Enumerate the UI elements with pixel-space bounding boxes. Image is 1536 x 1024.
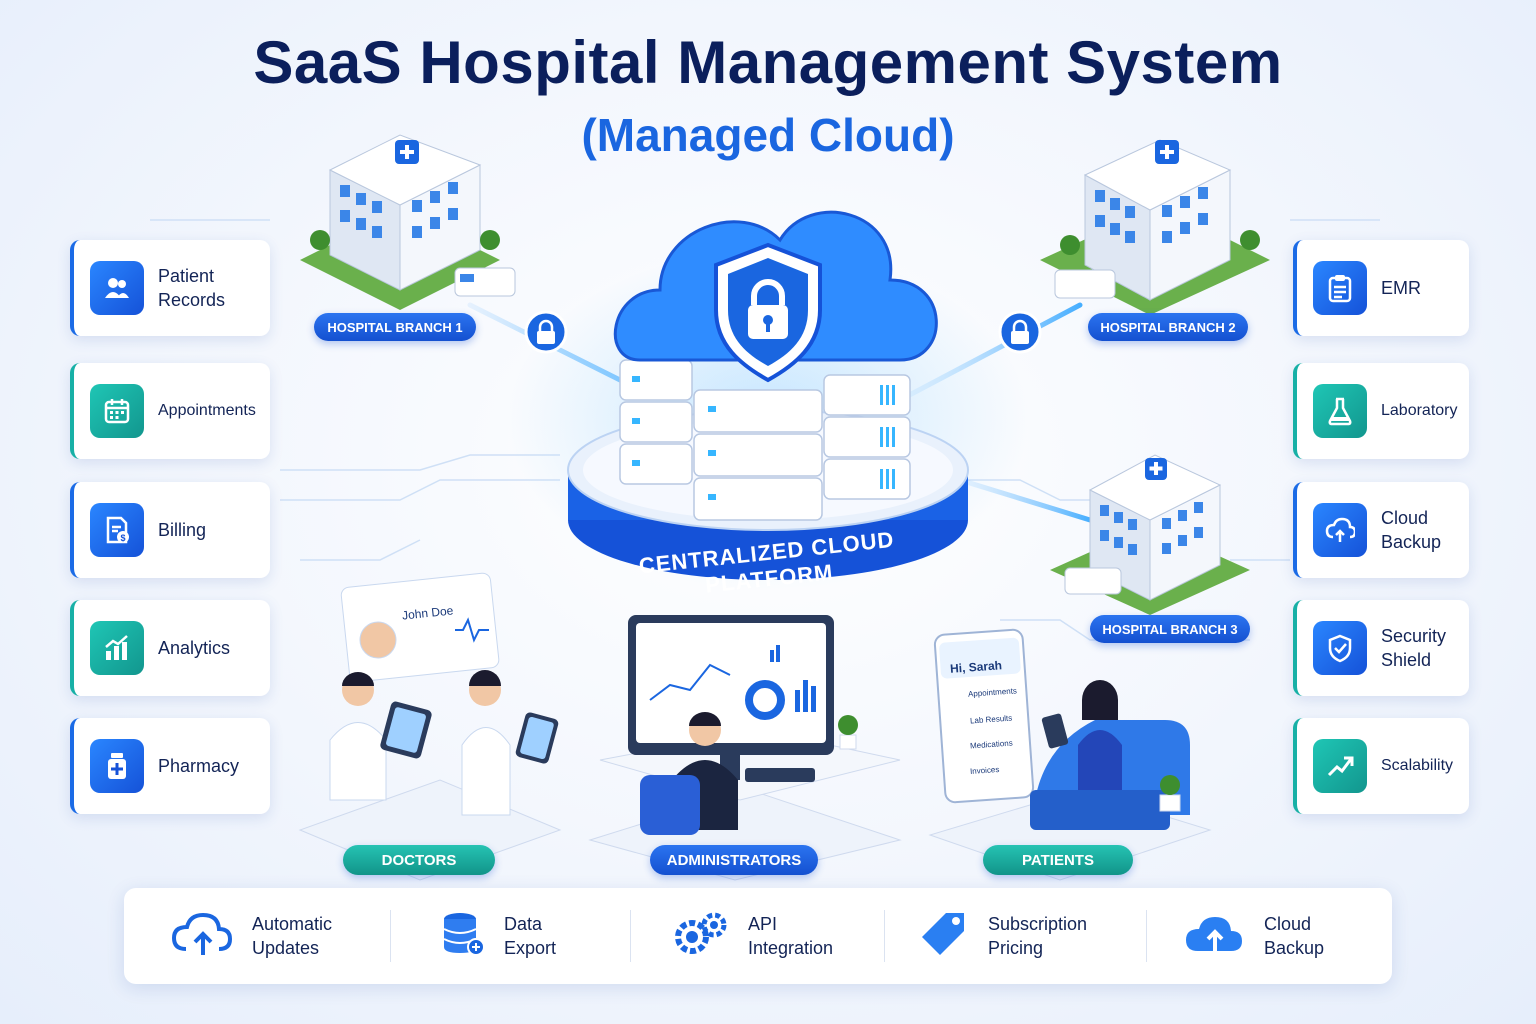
page-subtitle: (Managed Cloud) xyxy=(581,109,955,161)
module-label: Patient Records xyxy=(158,266,226,310)
module-label: Cloud Backup xyxy=(1381,508,1442,552)
module-billing[interactable]: $ Billing xyxy=(70,482,270,578)
module-cloud-backup[interactable]: Cloud Backup xyxy=(1293,482,1469,578)
module-label: EMR xyxy=(1381,278,1421,298)
pharmacy-icon xyxy=(90,739,144,793)
module-label: Pharmacy xyxy=(158,756,240,776)
feature-api-integration[interactable]: API Integration xyxy=(670,888,844,984)
doctors-scene xyxy=(298,572,562,881)
divider xyxy=(390,910,391,962)
module-label: Scalability xyxy=(1381,757,1454,774)
cloud-upload-icon xyxy=(171,911,234,962)
feature-label: Data Export xyxy=(504,914,557,958)
gears-icon xyxy=(670,909,730,964)
billing-icon: $ xyxy=(90,503,144,557)
module-security-shield[interactable]: Security Shield xyxy=(1293,600,1469,696)
module-label: Appointments xyxy=(158,402,256,419)
feature-cloud-backup[interactable]: Cloud Backup xyxy=(1184,888,1334,984)
module-label: Laboratory xyxy=(1381,402,1458,419)
module-emr[interactable]: EMR xyxy=(1293,240,1469,336)
cloud-backup-icon xyxy=(1184,911,1246,962)
feature-data-export[interactable]: Data Export xyxy=(440,888,564,984)
database-icon xyxy=(440,911,486,962)
module-appointments[interactable]: Appointments xyxy=(70,363,270,459)
feature-label: Automatic Updates xyxy=(252,914,333,958)
cloud-backup-icon xyxy=(1313,503,1367,557)
module-scalability[interactable]: Scalability xyxy=(1293,718,1469,814)
svg-text:$: $ xyxy=(120,533,125,543)
features-bar: Automatic Updates Data Export API Integr… xyxy=(124,888,1392,984)
hospital-building-2 xyxy=(1040,139,1270,315)
module-label: Analytics xyxy=(158,638,231,658)
administrators-label: ADMINISTRATORS xyxy=(650,845,818,875)
module-label: Billing xyxy=(158,520,207,540)
module-label: Security Shield xyxy=(1381,626,1447,670)
price-tag-icon xyxy=(916,909,970,964)
divider xyxy=(630,910,631,962)
branch-2-label: HOSPITAL BRANCH 2 xyxy=(1088,313,1248,341)
hospital-building-1 xyxy=(300,134,516,310)
feature-label: API Integration xyxy=(748,914,834,958)
administrators-scene xyxy=(588,615,902,881)
server-stack-icon xyxy=(619,359,911,521)
module-analytics[interactable]: Analytics xyxy=(70,600,270,696)
branch-1-label: HOSPITAL BRANCH 1 xyxy=(314,313,476,341)
module-laboratory[interactable]: Laboratory xyxy=(1293,363,1469,459)
analytics-icon xyxy=(90,621,144,675)
doctors-label: DOCTORS xyxy=(343,845,495,875)
feature-label: Cloud Backup xyxy=(1264,914,1325,958)
clipboard-icon xyxy=(1313,261,1367,315)
shield-icon xyxy=(1313,621,1367,675)
hospital-building-3 xyxy=(1050,454,1250,615)
flask-icon xyxy=(1313,384,1367,438)
module-pharmacy[interactable]: Pharmacy xyxy=(70,718,270,814)
page-title: SaaS Hospital Management System xyxy=(253,29,1283,96)
divider xyxy=(1146,910,1147,962)
branch-3-label: HOSPITAL BRANCH 3 xyxy=(1090,615,1250,643)
feature-label: Subscription Pricing xyxy=(988,914,1088,958)
calendar-icon xyxy=(90,384,144,438)
patient-records-icon xyxy=(90,261,144,315)
feature-automatic-updates[interactable]: Automatic Updates xyxy=(171,888,342,984)
module-patient-records[interactable]: Patient Records xyxy=(70,240,270,336)
divider xyxy=(884,910,885,962)
patients-label: PATIENTS xyxy=(983,845,1133,875)
feature-subscription-pricing[interactable]: Subscription Pricing xyxy=(916,888,1098,984)
cloud-shield-icon xyxy=(613,210,938,383)
trend-up-icon xyxy=(1313,739,1367,793)
